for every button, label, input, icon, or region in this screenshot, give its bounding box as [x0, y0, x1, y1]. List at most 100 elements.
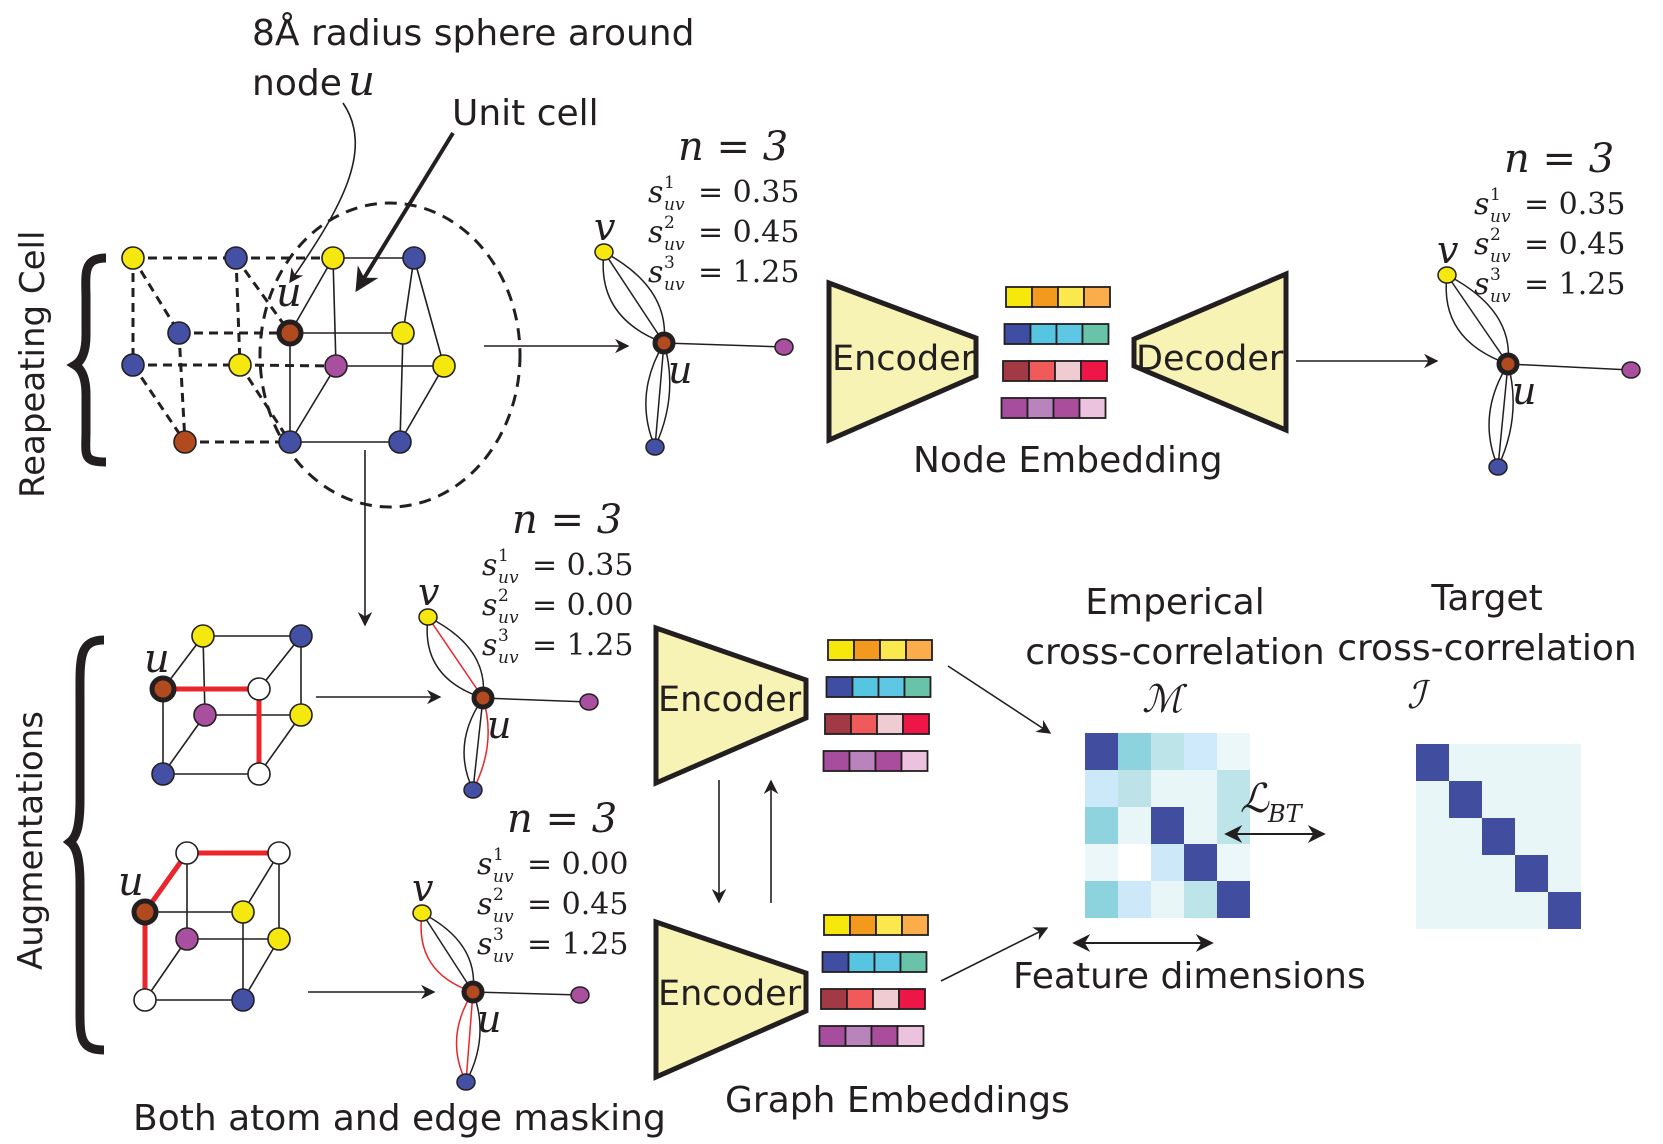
atom-blue: [402, 246, 426, 270]
bond: [144, 938, 188, 1001]
sphere-note-line1: 8Å radius sphere around: [252, 11, 694, 54]
node-u: [471, 686, 495, 710]
node-neighbor-purple: [1621, 361, 1641, 379]
node-neighbor-blue: [456, 1073, 476, 1091]
crystal-structure: u: [121, 201, 522, 509]
matrix-M-cell: [1118, 733, 1151, 770]
matrix-M-cell: [1151, 770, 1184, 807]
edge-u-p: [482, 697, 590, 703]
s-value: = 1.25: [698, 255, 799, 290]
s-superscript: 3: [498, 626, 509, 646]
atom-brown: [173, 430, 197, 454]
matrix-I-cell: [1449, 892, 1482, 929]
s-subscript: uv: [498, 568, 519, 588]
s-subscript: uv: [493, 947, 514, 967]
matrix-M-cell: [1184, 770, 1217, 807]
augmented-cell-1: u: [144, 624, 313, 786]
s-subscript: uv: [1490, 287, 1511, 307]
s-subscript: uv: [498, 608, 519, 628]
matrix-I-cell: [1416, 818, 1449, 855]
matrix-M-cell: [1184, 844, 1217, 881]
encoder-top: [826, 279, 979, 444]
masking-note: Both atom and edge masking: [133, 1098, 666, 1139]
embedding-cell: [1029, 323, 1058, 345]
matrix-M-cell: [1118, 881, 1151, 918]
graph-embedding-vectors-2: [818, 914, 929, 1047]
atom-yellow: [121, 246, 145, 270]
embedding-cell: [875, 914, 903, 936]
embedding-cell: [1005, 286, 1033, 308]
atom-blue: [231, 988, 255, 1012]
bond: [162, 714, 206, 775]
sphere-note-line2: node: [252, 63, 342, 104]
s-superscript: 1: [1490, 185, 1501, 205]
target-symbol: ℐ: [1407, 673, 1431, 717]
embedding-cell: [905, 639, 933, 661]
embedding-cell: [853, 639, 881, 661]
matrix-I-cell: [1416, 892, 1449, 929]
embedding-cell: [818, 1025, 847, 1047]
unit-cell-bond: [399, 365, 445, 443]
embedding-cell: [1078, 397, 1107, 419]
s-superscript: 1: [493, 845, 504, 865]
embedding-cell: [822, 750, 851, 772]
node-u: [652, 331, 676, 355]
node-u-label: u: [1512, 369, 1536, 413]
s-value: = 1.25: [532, 628, 633, 663]
node-neighbor-blue: [645, 438, 665, 456]
embedding-cell: [1026, 397, 1055, 419]
s-symbol: s: [482, 548, 497, 583]
edge-uv-1: [602, 251, 665, 344]
edge-u-p: [663, 342, 785, 348]
atom-blue: [289, 624, 313, 648]
embedding-cell: [874, 750, 903, 772]
node-u-label: u: [487, 703, 511, 747]
graph-embeddings-label: Graph Embeddings: [725, 1080, 1070, 1121]
dashed-bond: [238, 364, 292, 443]
s-symbol: s: [648, 215, 663, 250]
s-symbol: s: [477, 887, 492, 922]
embedding-cell: [898, 988, 926, 1010]
edge-uv-2: [603, 251, 665, 344]
unit-cell-bond: [332, 257, 337, 367]
atom-blue: [278, 430, 302, 454]
empirical-label-line1: Emperical: [1085, 582, 1264, 623]
matrix-M-cell: [1118, 770, 1151, 807]
empirical-cross-correlation-matrix: [1085, 733, 1250, 918]
s-value: = 0.00: [527, 847, 628, 882]
unit-cell-pointer-arrow: [355, 131, 455, 293]
decoder-top-label: Decoder: [1136, 339, 1284, 379]
matrix-M-cell: [1217, 770, 1250, 807]
matrix-I-cell: [1449, 744, 1482, 781]
edge-u-p: [1507, 363, 1632, 371]
s-symbol: s: [648, 175, 663, 210]
node-v-label: v: [412, 866, 434, 910]
atom-white: [175, 841, 199, 865]
embedding-cell: [872, 988, 900, 1010]
edge-uv-2: [427, 616, 484, 699]
node-v: [1437, 266, 1457, 284]
node-neighbor-purple: [774, 338, 794, 356]
matrix-M-cell: [1085, 770, 1118, 807]
embedding-cell: [848, 750, 877, 772]
s-subscript: uv: [493, 907, 514, 927]
matrix-M-cell: [1118, 844, 1151, 881]
encoder-aug1-label: Encoder: [658, 680, 802, 720]
embedding-cell: [1003, 323, 1032, 345]
s-subscript: uv: [664, 235, 685, 255]
edge-ub-1: [1488, 363, 1509, 468]
bond: [258, 714, 302, 775]
matrix-I-cell: [1548, 744, 1581, 781]
s-subscript: uv: [493, 867, 514, 887]
node-neighbor-blue: [1488, 458, 1508, 476]
matrix-I-diagonal-cell: [1416, 744, 1449, 781]
embedding-cell: [825, 676, 854, 698]
embedding-cell: [1052, 397, 1081, 419]
embedding-cell: [1031, 286, 1059, 308]
node-u: [461, 980, 485, 1004]
atom-yellow: [289, 703, 313, 727]
unit-cell-bond: [399, 332, 404, 443]
s-superscript: 2: [664, 213, 675, 233]
matrix-I-cell: [1515, 744, 1548, 781]
